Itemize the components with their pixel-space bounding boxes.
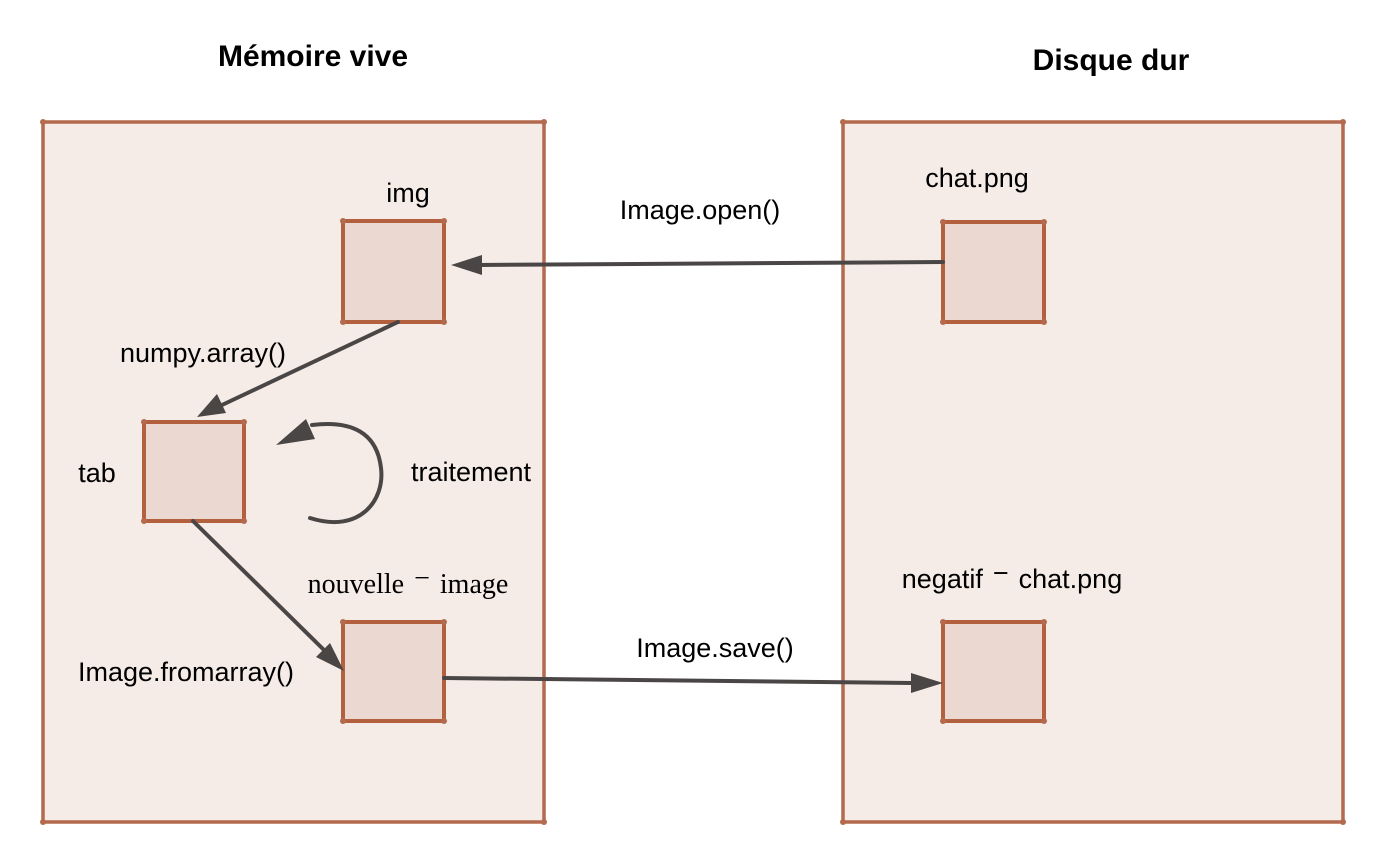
disk-panel [841, 120, 1345, 824]
panel-corner-dot [40, 119, 46, 125]
fromarray-arrow-line [191, 519, 326, 652]
numpy-arrow-line [220, 320, 400, 407]
process-loop-curve [308, 422, 384, 525]
node-corner-dot [940, 619, 946, 625]
new-image-label: nouvelle−image [308, 563, 509, 600]
node-corner-dot [1041, 219, 1047, 225]
node-corner-dot [1041, 619, 1047, 625]
node-corner-dot [340, 218, 346, 224]
save-label: Image.save() [636, 633, 794, 663]
negatif-label-part2: chat.png [1019, 564, 1123, 594]
memory-panel [41, 120, 546, 824]
open-arrowhead [451, 255, 482, 275]
node-corner-dot [1041, 718, 1047, 724]
node-corner-dot [441, 619, 447, 625]
fromarray-label: Image.fromarray() [78, 657, 294, 687]
img-label: img [386, 178, 430, 208]
negatif-file-node [941, 620, 1046, 723]
disk-heading: Disque dur [1033, 44, 1190, 77]
memory-heading: Mémoire vive [218, 40, 408, 73]
open-arrow-line [476, 260, 945, 267]
new-image-node [341, 620, 446, 723]
panel-corner-dot [1340, 119, 1346, 125]
node-corner-dot [940, 219, 946, 225]
negatif-label-dash: − [993, 558, 1009, 588]
img-node [341, 219, 446, 324]
tab-node [142, 420, 246, 523]
node-corner-dot [940, 718, 946, 724]
chat-file-label: chat.png [925, 163, 1029, 193]
node-corner-dot [940, 319, 946, 325]
panel-corner-dot [840, 819, 846, 825]
node-corner-dot [241, 518, 247, 524]
panel-corner-dot [541, 819, 547, 825]
panel-corner-dot [40, 819, 46, 825]
node-corner-dot [241, 419, 247, 425]
node-corner-dot [340, 619, 346, 625]
chat-file-node [941, 220, 1046, 324]
node-corner-dot [340, 319, 346, 325]
panel-corner-dot [840, 119, 846, 125]
panel-corner-dot [541, 119, 547, 125]
node-corner-dot [141, 518, 147, 524]
node-corner-dot [1041, 319, 1047, 325]
negatif-label-part1: negatif [902, 564, 984, 594]
node-corner-dot [340, 718, 346, 724]
node-corner-dot [441, 718, 447, 724]
new-image-label-part2: image [440, 569, 508, 600]
node-corner-dot [441, 218, 447, 224]
new-image-label-part1: nouvelle [308, 569, 404, 600]
new-image-label-dash: − [414, 563, 430, 594]
open-label: Image.open() [620, 195, 781, 225]
tab-label: tab [78, 458, 116, 488]
node-corner-dots [141, 218, 1047, 724]
process-label: traitement [411, 457, 532, 487]
numpy-arrowhead [197, 394, 226, 417]
node-corner-dot [441, 319, 447, 325]
panel-corner-dots [40, 119, 1346, 825]
save-arrow-line [442, 676, 914, 685]
negatif-file-label: negatif−chat.png [902, 558, 1122, 594]
process-loop-arrowhead [276, 419, 315, 445]
save-arrowhead [911, 673, 943, 693]
panel-corner-dot [1340, 819, 1346, 825]
numpy-label: numpy.array() [120, 338, 286, 368]
fromarray-arrowhead [316, 643, 344, 671]
node-corner-dot [141, 419, 147, 425]
